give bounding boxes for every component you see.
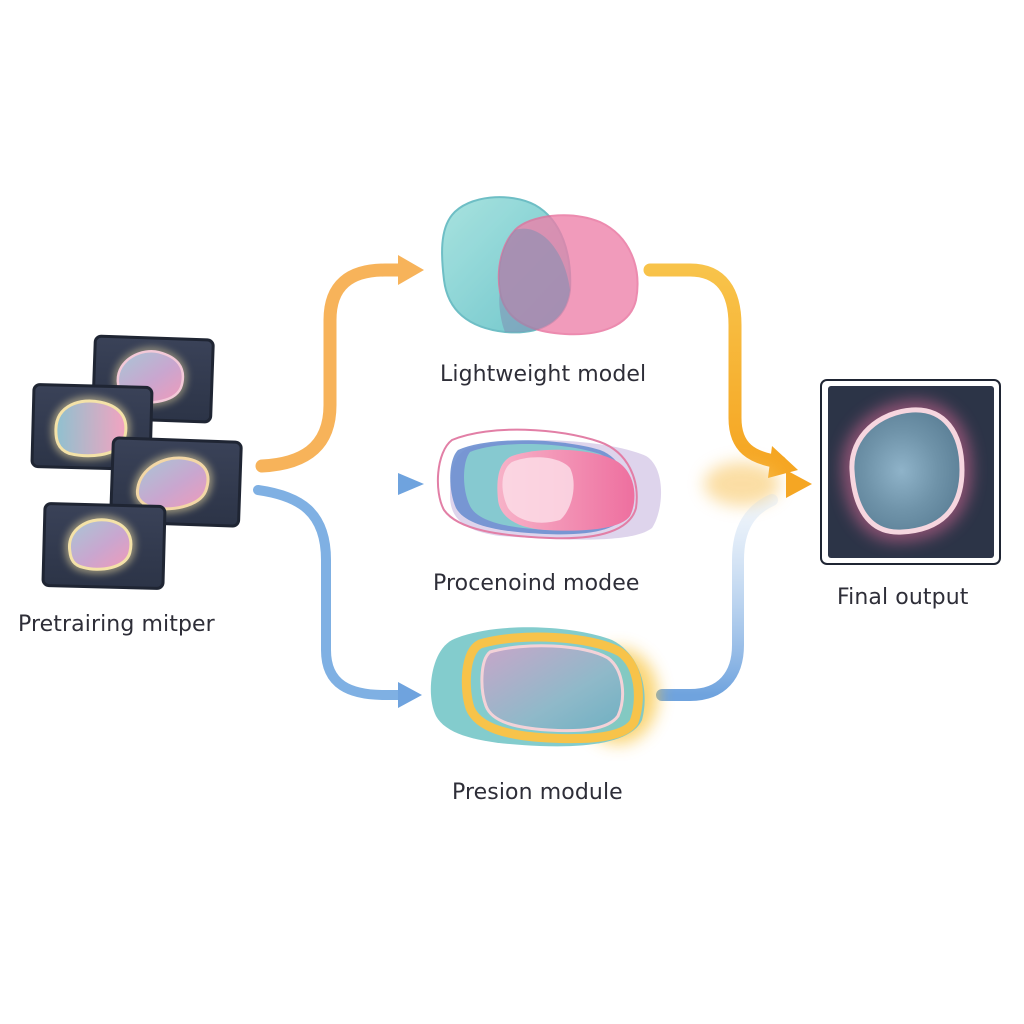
final-output-blob <box>849 407 965 535</box>
arrowhead-processing <box>398 473 424 495</box>
edge-input-precision <box>253 485 407 700</box>
input-frame-4 <box>41 502 167 590</box>
precision-yellow-ring <box>461 632 643 744</box>
edge-precision-output <box>656 494 778 701</box>
lightweight-model-label: Lightweight model <box>440 362 647 387</box>
processing-module-label: Procenoind modee <box>433 571 640 596</box>
input-label: Pretrairing mitper <box>18 612 215 637</box>
arrowhead-lightweight-output <box>768 446 798 478</box>
final-output-label: Final output <box>837 585 969 610</box>
input-frames <box>30 334 243 590</box>
edge-input-lightweight <box>255 263 409 473</box>
lightweight-model-graphic <box>441 196 639 336</box>
arrowhead-processing-output <box>786 470 812 498</box>
edge-lightweight-output <box>643 263 787 469</box>
precision-module-graphic <box>430 627 658 747</box>
processing-layer-pink-outline <box>436 428 638 540</box>
precision-inner <box>480 644 625 733</box>
precision-module-label: Presion module <box>452 780 623 805</box>
arrowhead-lightweight <box>398 255 424 285</box>
final-output-graphic <box>820 379 1001 565</box>
arrowhead-precision <box>398 682 422 708</box>
arrows <box>253 255 812 708</box>
processing-module-graphic <box>436 428 662 540</box>
processing-layer-highlight <box>502 457 574 523</box>
input-frame-3 <box>109 436 243 528</box>
lightweight-overlap <box>498 228 570 333</box>
